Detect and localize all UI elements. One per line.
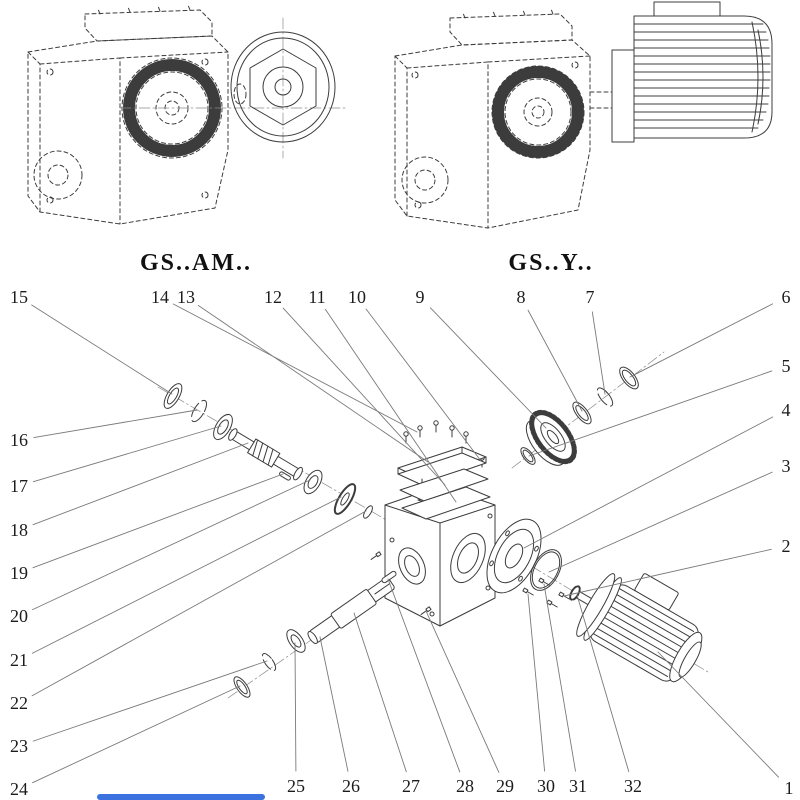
part-circlip — [596, 387, 614, 407]
gear-teeth-ring-y — [492, 66, 584, 158]
part-motor — [569, 573, 703, 683]
callout-number-12: 12 — [264, 287, 282, 307]
leader-line-10 — [365, 308, 482, 462]
callout-number-4: 4 — [782, 400, 791, 420]
leader-line-7 — [591, 311, 606, 395]
part-bearing-input-2 — [303, 469, 323, 495]
callout-number-29: 29 — [496, 776, 514, 796]
callout-number-1: 1 — [785, 778, 794, 798]
leader-line-25 — [294, 642, 297, 772]
callout-number-31: 31 — [569, 776, 587, 796]
callout-number-17: 17 — [10, 476, 28, 496]
callout-number-14: 14 — [151, 287, 169, 307]
callout-number-10: 10 — [348, 287, 366, 307]
part-bearing-input — [213, 413, 233, 441]
leader-line-27 — [353, 612, 407, 773]
callout-number-5: 5 — [782, 356, 791, 376]
leader-line-29 — [425, 610, 500, 773]
callout-number-21: 21 — [10, 650, 28, 670]
part-small-ring — [363, 505, 373, 519]
callout-number-28: 28 — [456, 776, 474, 796]
leader-line-14 — [172, 303, 418, 433]
leader-line-16 — [33, 409, 198, 438]
part-fan-disc — [333, 483, 357, 515]
variant-label-y: GS..Y.. — [508, 250, 593, 276]
exploded-view — [157, 351, 709, 699]
leader-line-28 — [387, 578, 461, 773]
callout-number-3: 3 — [782, 456, 791, 476]
leader-line-18 — [32, 442, 249, 526]
callout-number-18: 18 — [10, 520, 28, 540]
leader-line-30 — [527, 593, 546, 772]
callout-number-6: 6 — [782, 287, 791, 307]
part-snap-ring-output — [261, 652, 277, 672]
part-oring — [530, 549, 562, 591]
part-seal-ring-input — [163, 383, 183, 409]
leader-line-22 — [31, 510, 367, 697]
callout-number-11: 11 — [308, 287, 325, 307]
callout-number-15: 15 — [10, 287, 28, 307]
part-worm-shaft — [228, 428, 303, 481]
leader-line-2 — [563, 548, 772, 597]
leader-line-20 — [32, 479, 311, 611]
part-output-shaft — [307, 577, 395, 645]
part-washer-output — [233, 676, 251, 698]
leader-line-23 — [32, 660, 268, 742]
leader-line-9 — [429, 307, 547, 429]
leader-line-15 — [31, 304, 173, 395]
leader-line-24 — [32, 685, 241, 784]
callout-number-8: 8 — [517, 287, 526, 307]
callout-number-27: 27 — [402, 776, 420, 796]
am-flange-drawing — [119, 17, 346, 159]
leader-line-4 — [523, 416, 774, 549]
callout-number-30: 30 — [537, 776, 555, 796]
leader-line-5 — [528, 370, 773, 457]
part-bushing — [520, 447, 536, 465]
callout-number-24: 24 — [10, 779, 28, 799]
leader-line-17 — [32, 425, 222, 483]
leader-line-1 — [657, 651, 780, 778]
callout-number-13: 13 — [177, 287, 195, 307]
leader-line-8 — [527, 309, 583, 412]
part-bearing-output — [286, 629, 306, 653]
variant-label-am: GS..AM.. — [140, 250, 252, 276]
callout-number-16: 16 — [10, 430, 28, 450]
leader-line-12 — [282, 307, 446, 486]
callout-number-23: 23 — [10, 736, 28, 756]
y-motor-drawing — [611, 1, 773, 143]
leader-line-31 — [543, 583, 576, 772]
leader-line-3 — [548, 471, 773, 573]
leader-line-13 — [197, 305, 429, 463]
callout-number-20: 20 — [10, 606, 28, 626]
callout-number-22: 22 — [10, 693, 28, 713]
part-spacer-ring — [572, 401, 592, 425]
part-key-output — [381, 570, 397, 584]
leader-line-11 — [324, 308, 457, 503]
bottom-blue-strip — [97, 794, 265, 800]
callout-number-9: 9 — [416, 287, 425, 307]
part-output-flange — [486, 518, 542, 594]
callout-number-2: 2 — [782, 536, 791, 556]
callout-number-32: 32 — [624, 776, 642, 796]
leader-line-19 — [32, 473, 284, 569]
leader-line-32 — [576, 594, 630, 773]
callout-number-19: 19 — [10, 563, 28, 583]
part-oil-seal — [619, 366, 639, 390]
callout-number-25: 25 — [287, 776, 305, 796]
callout-number-7: 7 — [586, 287, 595, 307]
leader-line-26 — [319, 636, 349, 772]
part-snap-ring-input — [190, 399, 208, 423]
leader-line-21 — [31, 496, 342, 654]
part-mounting-screws — [522, 577, 571, 609]
leader-line-6 — [629, 303, 774, 378]
part-worm-gear — [525, 409, 577, 466]
callout-number-26: 26 — [342, 776, 360, 796]
